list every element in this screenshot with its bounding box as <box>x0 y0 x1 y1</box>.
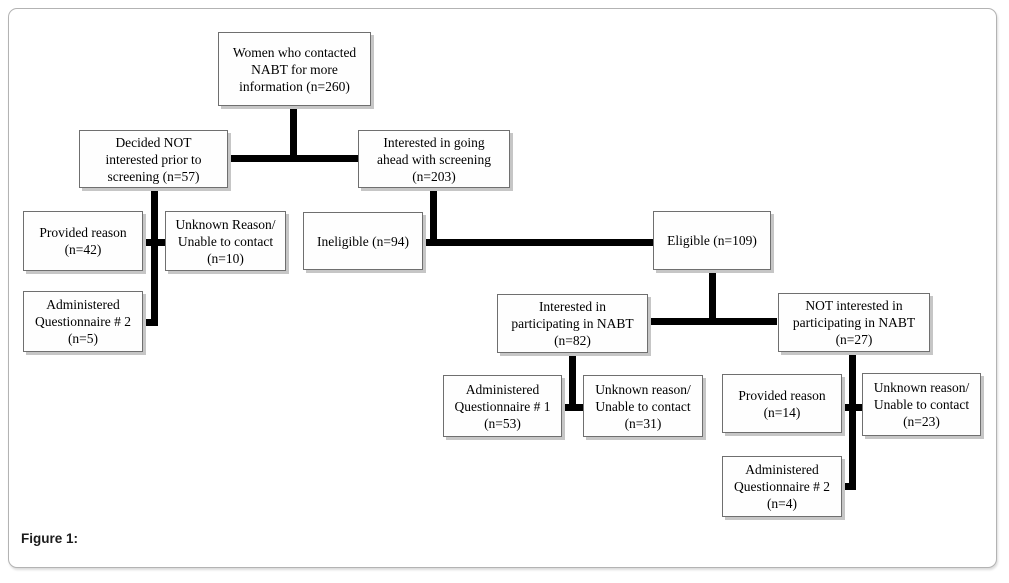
flow-node-provided-reason-nabt: Provided reason (n=14) <box>722 374 842 433</box>
flow-node-questionnaire-2-nabt: Administered Questionnaire # 2 (n=4) <box>722 456 842 517</box>
connector-screening-vertical <box>430 186 437 246</box>
flow-node-interested-screening: Interested in going ahead with screening… <box>358 130 510 188</box>
flow-node-label: Provided reason (n=14) <box>738 387 826 420</box>
flow-node-label: Unknown reason/ Unable to contact (n=23) <box>873 380 970 429</box>
flow-node-unknown-reason-screening: Unknown Reason/ Unable to contact (n=10) <box>165 211 286 271</box>
flow-node-label: NOT interested in participating in NABT … <box>792 298 916 347</box>
flow-node-interested-nabt: Interested in participating in NABT (n=8… <box>497 294 648 353</box>
flow-node-label: Interested in participating in NABT (n=8… <box>511 299 634 348</box>
connector-questionnaire2-nabt-stub <box>842 483 856 490</box>
connector-participation-horizontal <box>648 318 777 325</box>
flow-node-label: Decided NOT interested prior to screenin… <box>105 134 202 184</box>
flow-node-label: Eligible (n=109) <box>667 233 757 248</box>
flow-node-unknown-reason-interested: Unknown reason/ Unable to contact (n=31) <box>583 375 703 437</box>
connector-reason-screening-horizontal <box>143 239 165 246</box>
connector-questionnaire1-horizontal <box>562 404 583 411</box>
flow-node-label: Administered Questionnaire # 2 (n=5) <box>35 297 131 346</box>
flow-node-unknown-reason-nabt: Unknown reason/ Unable to contact (n=23) <box>862 373 981 436</box>
flow-node-label: Administered Questionnaire # 2 (n=4) <box>734 462 830 511</box>
connector-reason-nabt-horizontal <box>842 404 862 411</box>
flow-node-not-interested-nabt: NOT interested in participating in NABT … <box>778 293 930 352</box>
flow-node-label: Ineligible (n=94) <box>317 233 409 249</box>
flow-node-label: Unknown reason/ Unable to contact (n=31) <box>595 381 691 431</box>
flow-node-questionnaire-1: Administered Questionnaire # 1 (n=53) <box>443 375 562 437</box>
flow-node-questionnaire-2-screening: Administered Questionnaire # 2 (n=5) <box>23 291 143 352</box>
flow-node-label: Interested in going ahead with screening… <box>377 134 491 184</box>
flow-node-label: Administered Questionnaire # 1 (n=53) <box>454 381 551 431</box>
figure-caption: Figure 1: <box>21 531 79 546</box>
flow-node-decided-not-interested: Decided NOT interested prior to screenin… <box>79 130 228 188</box>
connector-top-branch-horizontal <box>228 155 358 162</box>
flow-node-label: Unknown Reason/ Unable to contact (n=10) <box>175 216 276 266</box>
flow-node-label: Women who contacted NABT for more inform… <box>232 44 357 94</box>
connector-not-interested-nabt-vertical <box>849 351 856 490</box>
flow-node-ineligible: Ineligible (n=94) <box>303 212 423 270</box>
connector-top-vertical <box>290 105 297 162</box>
connector-interested-nabt-vertical <box>569 353 576 411</box>
connector-eligible-vertical <box>709 268 716 325</box>
flow-node-women-contacted: Women who contacted NABT for more inform… <box>218 32 371 106</box>
flow-node-label: Provided reason (n=42) <box>39 225 127 257</box>
connector-questionnaire2-screening-stub <box>143 319 158 326</box>
connector-not-interested-vertical <box>151 186 158 326</box>
connector-eligibility-horizontal <box>423 239 653 246</box>
flow-node-provided-reason-screening: Provided reason (n=42) <box>23 211 143 271</box>
flow-node-eligible: Eligible (n=109) <box>653 211 771 270</box>
